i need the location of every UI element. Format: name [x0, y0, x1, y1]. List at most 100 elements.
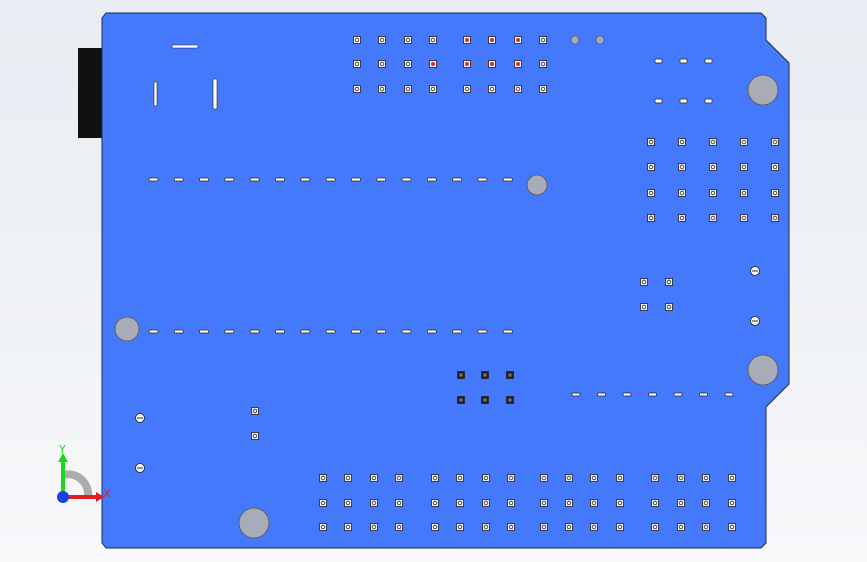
triad-arc — [61, 470, 93, 497]
pad — [651, 474, 659, 482]
pad — [709, 163, 717, 171]
y-axis-label: Y — [58, 443, 66, 456]
pad — [740, 138, 748, 146]
pad — [482, 523, 490, 531]
pad — [514, 36, 522, 44]
header-slot — [648, 392, 657, 397]
pad — [370, 499, 378, 507]
pad — [488, 60, 496, 68]
pad — [378, 36, 386, 44]
pad — [378, 85, 386, 93]
header-slot — [704, 58, 713, 64]
pad — [616, 474, 624, 482]
pad — [456, 523, 464, 531]
pad — [395, 523, 403, 531]
pad — [771, 138, 779, 146]
header-slot — [401, 329, 412, 334]
pad — [590, 523, 598, 531]
mounting-holes — [114, 35, 779, 539]
header-slot — [275, 177, 285, 182]
header-slot — [699, 392, 708, 397]
pad — [370, 523, 378, 531]
pad — [481, 371, 489, 379]
header-slot — [148, 329, 159, 334]
pad — [540, 499, 548, 507]
pad — [540, 474, 548, 482]
pad — [740, 189, 748, 197]
header-slot — [148, 177, 159, 182]
pad — [319, 474, 327, 482]
header-slot — [502, 177, 513, 182]
pad — [507, 499, 515, 507]
header-slot — [325, 329, 336, 334]
pad — [457, 371, 465, 379]
pad — [344, 474, 352, 482]
header-slot — [173, 177, 184, 182]
header-slot — [452, 177, 462, 182]
pad — [677, 474, 685, 482]
pad — [456, 474, 464, 482]
pad — [463, 85, 471, 93]
axis-triad: X Y — [57, 443, 111, 503]
top-slot — [171, 44, 199, 49]
header-slot — [477, 329, 488, 334]
pad — [319, 523, 327, 531]
pad — [702, 499, 710, 507]
header-slot — [452, 329, 462, 334]
pad — [507, 523, 515, 531]
pad — [539, 85, 547, 93]
pad — [565, 499, 573, 507]
vertical-slot-right — [212, 78, 218, 110]
header-slots — [148, 58, 734, 397]
y-axis-arrowhead — [58, 453, 68, 462]
pad — [514, 85, 522, 93]
mounting-hole — [114, 316, 140, 342]
header-slot — [724, 392, 734, 397]
pad — [651, 499, 659, 507]
pad — [353, 36, 361, 44]
pad — [565, 523, 573, 531]
pad — [429, 60, 437, 68]
pad — [677, 499, 685, 507]
pad — [488, 36, 496, 44]
vertical-slot-left — [153, 81, 158, 107]
header-slot — [224, 177, 235, 182]
pad — [404, 60, 412, 68]
pad — [702, 523, 710, 531]
pad — [740, 163, 748, 171]
pad — [709, 214, 717, 222]
pad — [709, 189, 717, 197]
header-slot — [224, 329, 235, 334]
pad — [647, 138, 655, 146]
pad — [506, 396, 514, 404]
header-slot — [199, 329, 209, 334]
header-slot — [679, 98, 688, 104]
pcb-board[interactable] — [101, 12, 790, 549]
pad — [481, 396, 489, 404]
pad — [771, 214, 779, 222]
pad — [702, 474, 710, 482]
pad — [370, 474, 378, 482]
header-slot — [401, 177, 412, 182]
pad — [539, 60, 547, 68]
pad — [728, 474, 736, 482]
header-slot — [249, 177, 260, 182]
header-slot — [199, 177, 209, 182]
header-slot — [679, 58, 688, 64]
pad — [616, 523, 624, 531]
pad — [677, 523, 685, 531]
pad — [728, 499, 736, 507]
pad — [678, 138, 686, 146]
pad — [565, 474, 573, 482]
header-slot — [597, 392, 606, 397]
pad — [488, 85, 496, 93]
pad — [771, 189, 779, 197]
pad — [457, 396, 465, 404]
pad — [507, 474, 515, 482]
pad — [404, 85, 412, 93]
header-slot — [173, 329, 184, 334]
pad — [590, 474, 598, 482]
header-slot — [571, 392, 581, 397]
pad — [506, 371, 514, 379]
